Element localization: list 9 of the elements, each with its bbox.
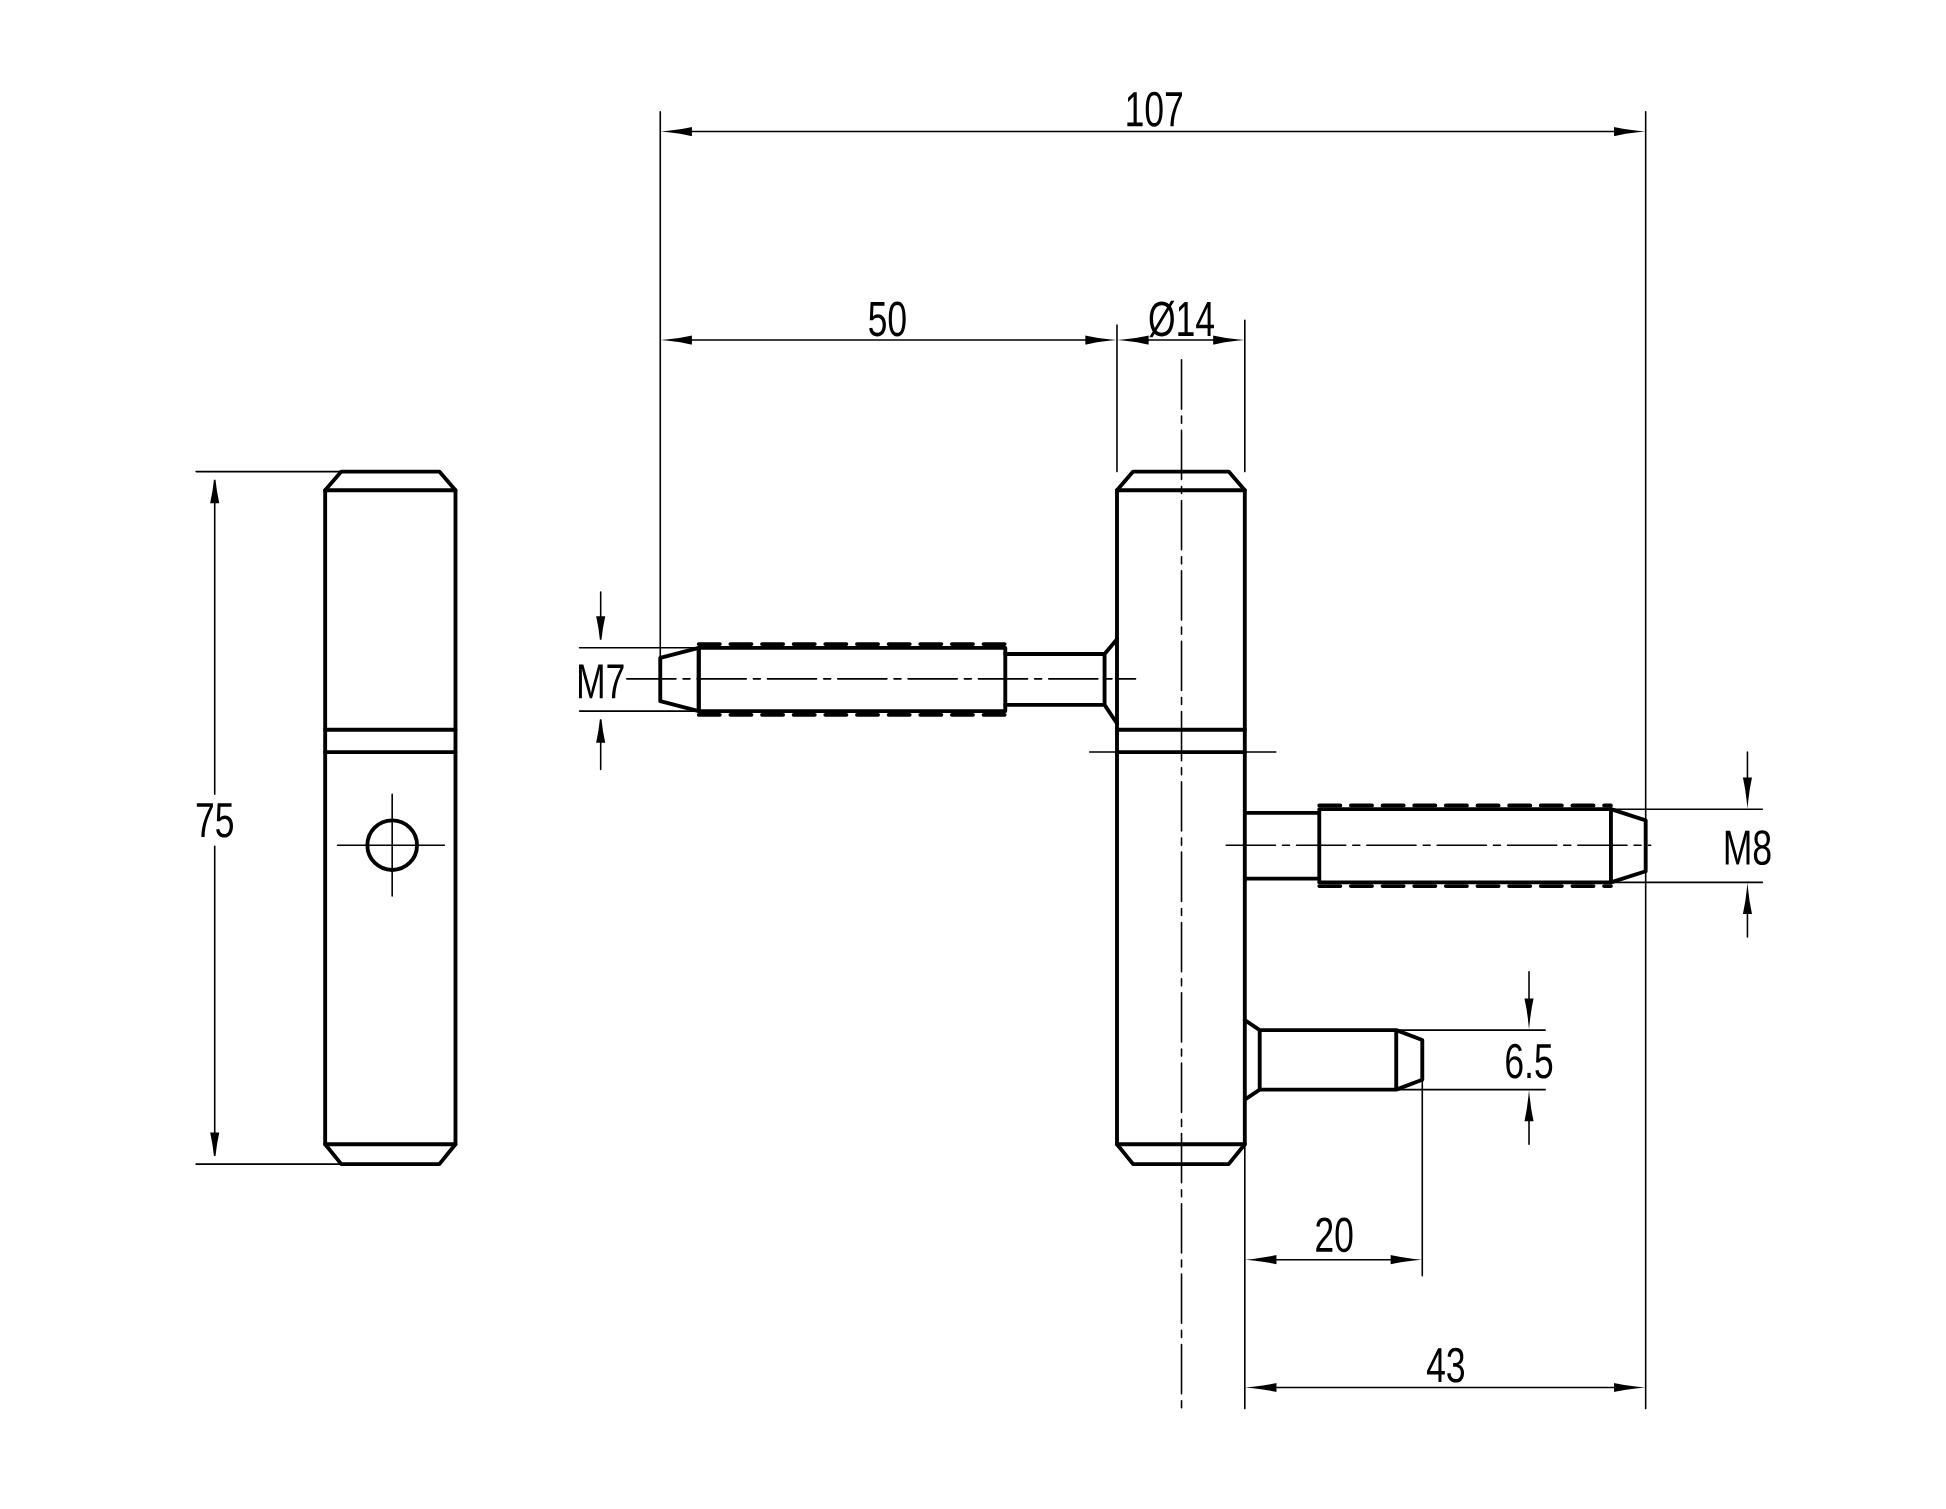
dimension-label: 107 [1127,91,1182,127]
dimension-label: 75 [196,803,233,838]
dimension-label: M8 [1725,830,1771,866]
dimension-label: Ø14 [1149,300,1214,338]
dimension-label: 43 [1427,1347,1464,1383]
dimension-label: 6.5 [1506,1043,1553,1079]
dimension-label: 20 [1316,1217,1353,1253]
dimension-label: 50 [869,301,906,337]
dimension-label: M7 [579,664,624,699]
